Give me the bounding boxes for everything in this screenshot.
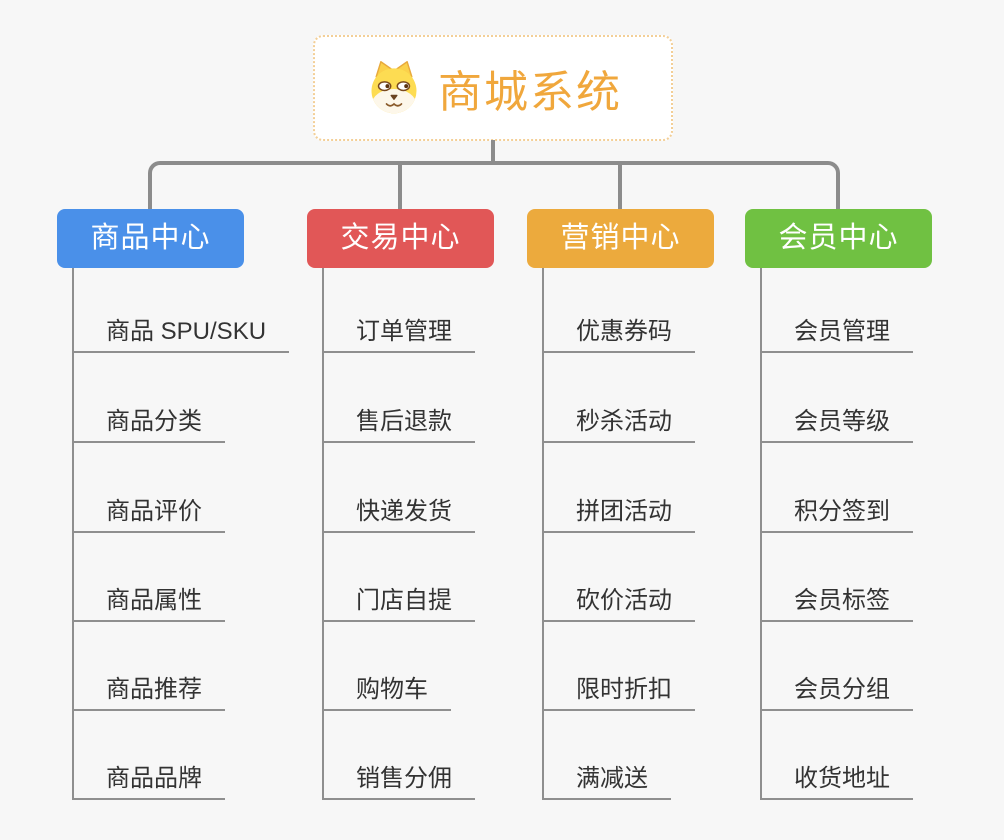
branch-child-line-member: [760, 268, 762, 800]
child-node[interactable]: 会员管理: [760, 314, 913, 353]
child-node[interactable]: 商品推荐: [72, 672, 225, 711]
child-node[interactable]: 商品属性: [72, 583, 225, 622]
branch-child-line-product: [72, 268, 74, 800]
child-node[interactable]: 会员标签: [760, 583, 913, 622]
child-node[interactable]: 会员分组: [760, 672, 913, 711]
child-node[interactable]: 门店自提: [322, 583, 475, 622]
child-node[interactable]: 拼团活动: [542, 494, 695, 533]
child-node[interactable]: 砍价活动: [542, 583, 695, 622]
root-title: 商城系统: [438, 68, 622, 117]
child-node[interactable]: 售后退款: [322, 404, 475, 443]
connector-drop-marketing: [618, 163, 622, 209]
branch-node-marketing[interactable]: 营销中心: [527, 209, 714, 268]
branch-node-product[interactable]: 商品中心: [57, 209, 244, 268]
child-node[interactable]: 商品评价: [72, 494, 225, 533]
connector-root-stub: [491, 140, 495, 163]
child-node[interactable]: 商品 SPU/SKU: [72, 314, 290, 353]
branch-child-line-marketing: [542, 268, 544, 800]
child-node[interactable]: 会员等级: [760, 404, 913, 443]
dog-face-icon: [364, 59, 424, 117]
child-node[interactable]: 快递发货: [322, 494, 475, 533]
connector-bracket: [148, 161, 840, 209]
child-node[interactable]: 收货地址: [760, 761, 913, 800]
child-node[interactable]: 商品分类: [72, 404, 225, 443]
child-node[interactable]: 销售分佣: [322, 761, 475, 800]
child-node[interactable]: 购物车: [322, 672, 451, 711]
branch-node-trade[interactable]: 交易中心: [307, 209, 494, 268]
child-node[interactable]: 优惠券码: [542, 314, 695, 353]
child-node[interactable]: 商品品牌: [72, 761, 225, 800]
child-node[interactable]: 满减送: [542, 761, 671, 800]
branch-child-line-trade: [322, 268, 324, 800]
child-node[interactable]: 秒杀活动: [542, 404, 695, 443]
root-node[interactable]: 商城系统: [313, 35, 673, 141]
child-node[interactable]: 限时折扣: [542, 672, 695, 711]
child-node[interactable]: 积分签到: [760, 494, 913, 533]
branch-node-member[interactable]: 会员中心: [745, 209, 932, 268]
connector-drop-trade: [398, 163, 402, 209]
child-node[interactable]: 订单管理: [322, 314, 475, 353]
